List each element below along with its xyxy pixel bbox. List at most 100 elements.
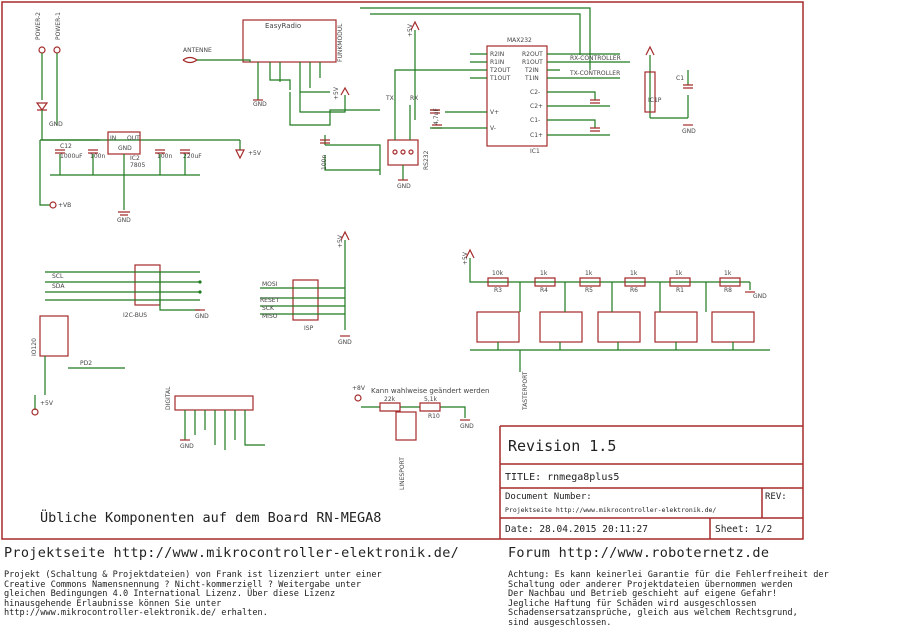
miso-label: MISO <box>262 313 278 320</box>
svg-text:+5V: +5V <box>462 251 469 265</box>
footer-left: Projektseite http://www.mikrocontroller-… <box>4 545 500 619</box>
svg-text:GND: GND <box>753 293 767 300</box>
pd2-label: PD2 <box>80 360 92 367</box>
svg-text:R2IN: R2IN <box>490 51 504 58</box>
svg-text:R2OUT: R2OUT <box>522 51 543 58</box>
ic2-label: IC2 <box>130 155 140 162</box>
svg-text:R10: R10 <box>428 413 440 420</box>
rs232-section: RS232 TX RX GND 100n 4,7uF MAX232 IC1 R2… <box>320 37 696 190</box>
svg-text:GND: GND <box>118 145 132 152</box>
svg-text:GND: GND <box>195 313 209 320</box>
easyradio-label: EasyRadio <box>265 22 301 30</box>
svg-text:1k: 1k <box>540 270 548 277</box>
tasterport-label: TASTERPORT <box>522 371 529 411</box>
c3-value: 100n <box>321 155 328 170</box>
title-block: Revision 1.5 TITLE: rnmega8plus5 Documen… <box>499 425 803 539</box>
ic1-label: IC1 <box>530 148 540 155</box>
rs232-label: RS232 <box>423 150 430 170</box>
svg-text:C1-: C1- <box>530 117 540 124</box>
revision-text: Revision 1.5 <box>508 437 616 455</box>
board-caption: Übliche Komponenten auf dem Board RN-MEG… <box>40 508 381 526</box>
svg-text:R1IN: R1IN <box>490 59 504 66</box>
svg-text:22k: 22k <box>384 396 396 403</box>
easyradio-section: EasyRadio FUNKMODUL ANTENNE GND +5V +5V <box>182 7 591 126</box>
i2c-bus-label: I2C-BUS <box>123 312 147 319</box>
tx-controller-label: TX-CONTROLLER <box>569 70 620 77</box>
svg-text:R4: R4 <box>540 287 548 294</box>
c15-value: 100n <box>157 153 172 160</box>
antenne-label: ANTENNE <box>183 47 212 54</box>
svg-text:GND: GND <box>460 423 474 430</box>
i2c-section: SCL SDA I2C-BUS GND IO120 PD2 +5V <box>31 264 209 416</box>
isp-section: +5V MOSI RESET SCK MISO ISP GND <box>260 230 352 346</box>
rbatt-section: Kann wahlweise geändert werden +8V 22k 5… <box>352 385 489 490</box>
mosi-label: MOSI <box>262 281 278 288</box>
linesport-label: LINESPORT <box>399 457 406 490</box>
svg-text:GND: GND <box>338 339 352 346</box>
max232-label: MAX232 <box>507 37 532 44</box>
svg-text:+5V: +5V <box>337 234 344 248</box>
svg-text:1k: 1k <box>630 270 638 277</box>
svg-text:1k: 1k <box>724 270 732 277</box>
c12-value: 1000uF <box>60 153 83 160</box>
vb-label: +VB <box>58 202 71 209</box>
v5-label: +5V <box>248 150 262 157</box>
svg-text:IN: IN <box>110 135 116 142</box>
svg-text:R5: R5 <box>585 287 593 294</box>
svg-text:OUT: OUT <box>127 135 140 142</box>
svg-text:GND: GND <box>253 101 267 108</box>
svg-text:1k: 1k <box>585 270 593 277</box>
gnd-label: GND <box>49 121 63 128</box>
svg-text:T2IN: T2IN <box>524 67 539 74</box>
c16-value: 100n <box>90 153 105 160</box>
io-label: IO120 <box>31 338 38 356</box>
svg-text:C1+: C1+ <box>530 132 543 139</box>
svg-text:R8: R8 <box>724 287 732 294</box>
rx-controller-label: RX-CONTROLLER <box>570 55 621 62</box>
tx-label: TX <box>385 95 394 102</box>
sck-label: SCK <box>262 305 275 312</box>
reset-label: RESET <box>260 297 280 304</box>
svg-text:+5V: +5V <box>40 400 54 407</box>
title-text: TITLE: rnmega8plus5 <box>505 472 619 483</box>
footer-right-text: Achtung: Es kann keinerlei Garantie für … <box>508 570 829 628</box>
svg-text:GND: GND <box>180 443 194 450</box>
svg-text:+5V: +5V <box>333 86 340 100</box>
svg-text:C1: C1 <box>676 75 684 82</box>
svg-text:V+: V+ <box>490 109 499 116</box>
svg-text:GND: GND <box>682 128 696 135</box>
optional-note: Kann wahlweise geändert werden <box>371 387 489 395</box>
svg-text:V-: V- <box>490 125 496 132</box>
svg-text:R6: R6 <box>630 287 638 294</box>
funkmodul-label: FUNKMODUL <box>337 23 344 62</box>
power2-label: POWER-2 <box>35 12 42 40</box>
svg-text:1k: 1k <box>675 270 683 277</box>
svg-text:C2-: C2- <box>530 89 540 96</box>
doc-number-value: Projektseite http://www.mikrocontroller-… <box>505 506 716 514</box>
rx-label: RX <box>410 95 418 102</box>
svg-text:T1OUT: T1OUT <box>489 75 511 82</box>
digital-section: DIGITAL GND <box>165 386 265 450</box>
footer-right-heading: Forum http://www.roboternetz.de <box>508 545 770 561</box>
svg-text:T1IN: T1IN <box>524 75 539 82</box>
date-text: Date: 28.04.2015 20:11:27 <box>505 524 648 535</box>
svg-text:+8V: +8V <box>352 385 366 392</box>
svg-text:5,1k: 5,1k <box>424 396 438 403</box>
doc-number-label: Document Number: <box>505 492 592 502</box>
svg-text:GND: GND <box>397 183 411 190</box>
svg-text:GND: GND <box>117 217 131 224</box>
sda-label: SDA <box>52 283 65 290</box>
footer-left-text: Projekt (Schaltung & Projektdateien) von… <box>4 570 382 619</box>
r10k-label: 10k <box>492 270 504 277</box>
footer-right: Forum http://www.roboternetz.de Achtung:… <box>508 545 898 629</box>
c12-label: C12 <box>60 143 72 150</box>
ic1p-label: IC1P <box>648 97 662 104</box>
svg-text:R1: R1 <box>676 287 684 294</box>
isp-label: ISP <box>304 325 314 332</box>
digital-label: DIGITAL <box>165 386 172 410</box>
sheet-frame <box>1 1 804 540</box>
c9-value: 4,7uF <box>433 108 440 125</box>
svg-text:+5V: +5V <box>407 23 414 37</box>
